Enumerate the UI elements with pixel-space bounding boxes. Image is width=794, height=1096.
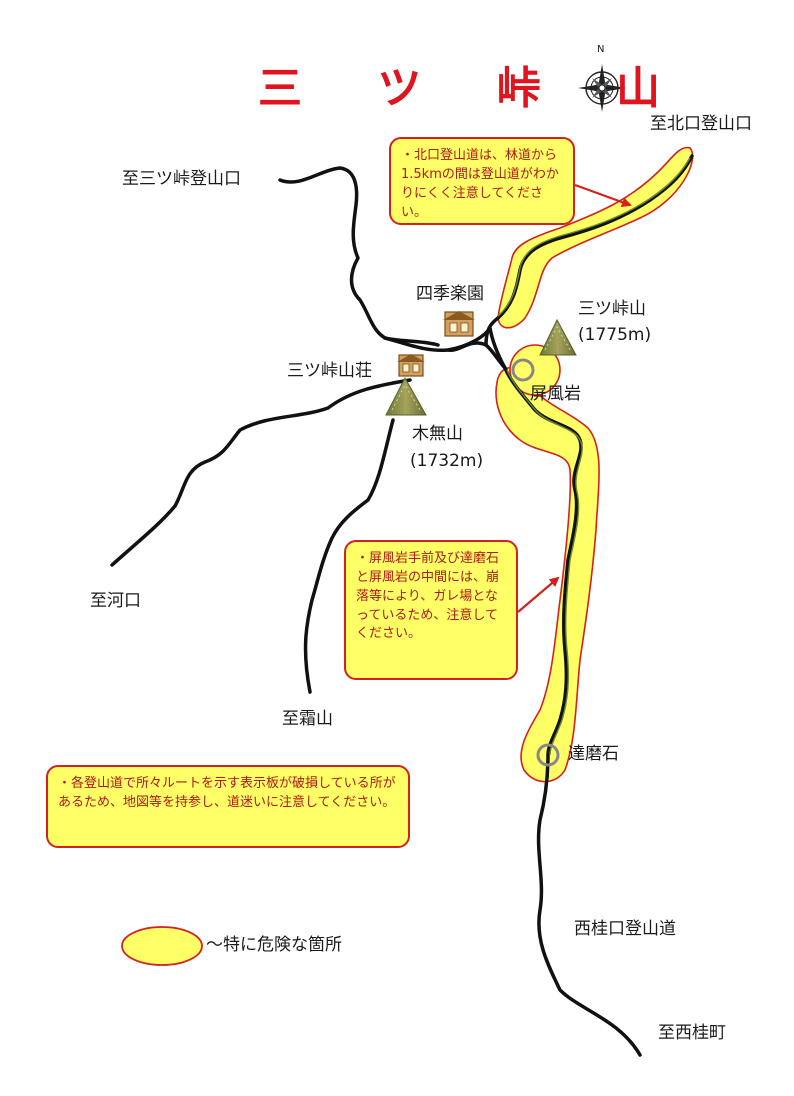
label-nishikatsura-trail: 西桂口登山道	[574, 919, 676, 939]
label-shikirakuen: 四季楽園	[416, 284, 484, 304]
note-kitaguchi-trail: ・北口登山道は、林道から1.5kmの間は登山道がわかりにくく注意してください。	[389, 137, 575, 225]
label-darumaishi: 達磨石	[568, 744, 619, 764]
legend-danger-label: ～特に危険な箇所	[206, 935, 342, 955]
hazard-zones	[495, 146, 694, 783]
hut-icon	[443, 311, 475, 337]
label-kinashi-peak: 木無山	[412, 424, 463, 444]
hazard-zone-kitaguchi	[497, 146, 694, 329]
waypoint-circle-icon	[511, 358, 535, 382]
arrow-icon	[574, 183, 632, 207]
compass-north-label: N	[597, 44, 605, 55]
trail-shiki-branch	[446, 341, 507, 370]
arrow-icon	[517, 576, 560, 613]
waypoint-circle-icon	[536, 743, 560, 767]
legend-hazard-swatch	[121, 926, 203, 966]
page-title: 三 ツ 峠 山	[258, 63, 690, 114]
label-shimoyama: 至霜山	[282, 709, 333, 729]
note-general-signage: ・各登山道で所々ルートを示す表示板が破損している所があるため、地図等を持参し、道…	[46, 765, 410, 848]
note-byobuiwa-scree: ・屏風岩手前及び達磨石と屏風岩の中間には、崩落等により、ガレ場となっているため、…	[344, 540, 518, 680]
trail-kawaguchi	[110, 378, 412, 567]
label-mitsutoge-elevation: (1775m)	[578, 325, 652, 345]
hazard-zone-byobuiwa-top	[509, 344, 561, 396]
hut-icon	[397, 354, 425, 377]
label-mitsutoge-peak: 三ツ峠山	[578, 299, 646, 319]
label-mitsutoge-trailhead: 至三ツ峠登山口	[122, 169, 241, 189]
label-mitsutoge-lodge: 三ツ峠山荘	[287, 361, 372, 381]
label-byobuiwa: 屏風岩	[530, 384, 581, 404]
mountain-icon	[539, 318, 577, 356]
label-nishikatsura-town: 至西桂町	[658, 1023, 726, 1043]
label-kitaguchi-trailhead: 至北口登山口	[650, 114, 752, 134]
trail-shimoyama	[303, 418, 395, 694]
compass-icon	[578, 64, 626, 112]
label-kinashi-elevation: (1732m)	[410, 451, 484, 471]
label-kawaguchi: 至河口	[90, 591, 141, 611]
trail-kitaguchi	[484, 154, 694, 347]
mountain-icon	[385, 376, 427, 416]
